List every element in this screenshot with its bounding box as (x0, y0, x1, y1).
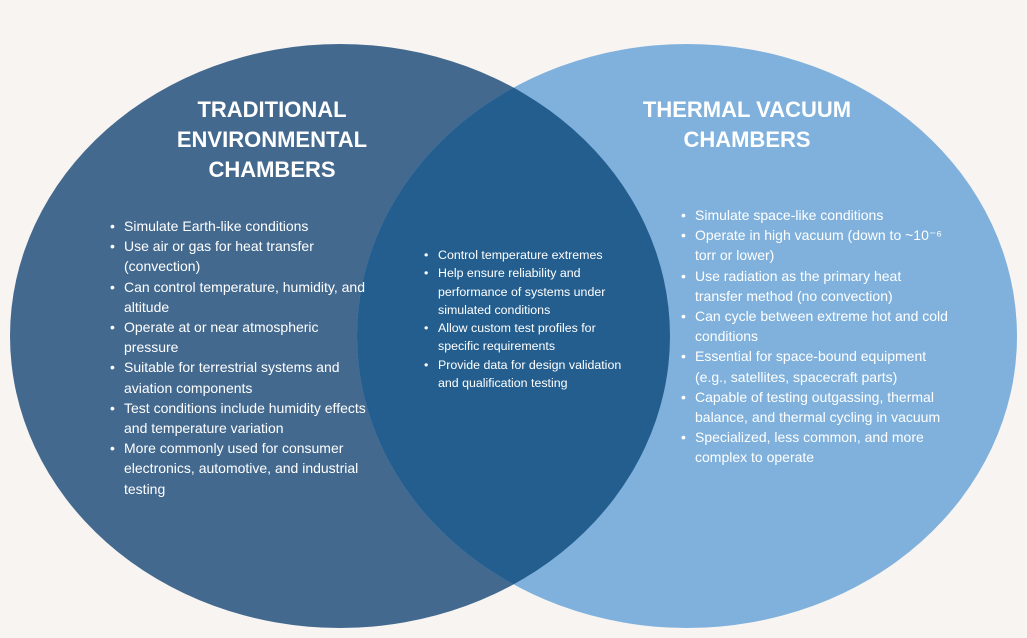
left-title-line: TRADITIONAL (197, 97, 347, 122)
list-item: Simulate space-like conditions (681, 205, 949, 225)
left-title-line: CHAMBERS (208, 157, 336, 182)
right-title-line: THERMAL VACUUM (642, 97, 852, 122)
right-title-line: CHAMBERS (683, 127, 811, 152)
list-item: Test conditions include humidity effects… (110, 398, 368, 438)
left-set-title: TRADITIONAL ENVIRONMENTAL CHAMBERS (137, 95, 407, 185)
shared-feature-list: Control temperature extremes Help ensure… (424, 246, 630, 392)
list-item: Help ensure reliability and performance … (424, 264, 630, 319)
list-item: More commonly used for consumer electron… (110, 438, 368, 499)
right-feature-list: Simulate space-like conditions Operate i… (681, 205, 949, 468)
list-item: Simulate Earth-like conditions (110, 216, 368, 236)
list-item: Essential for space-bound equipment (e.g… (681, 346, 949, 386)
right-set-title: THERMAL VACUUM CHAMBERS (612, 95, 882, 155)
left-title-line: ENVIRONMENTAL (176, 127, 368, 152)
list-item: Can control temperature, humidity, and a… (110, 277, 368, 317)
list-item: Operate at or near atmospheric pressure (110, 317, 368, 357)
list-item: Suitable for terrestrial systems and avi… (110, 357, 368, 397)
list-item: Provide data for design validation and q… (424, 356, 630, 393)
list-item: Can cycle between extreme hot and cold c… (681, 306, 949, 346)
list-item: Use air or gas for heat transfer (convec… (110, 236, 368, 276)
list-item: Use radiation as the primary heat transf… (681, 266, 949, 306)
left-feature-list: Simulate Earth-like conditions Use air o… (110, 216, 368, 499)
list-item: Specialized, less common, and more compl… (681, 427, 949, 467)
overlap-region (357, 44, 670, 628)
list-item: Capable of testing outgassing, thermal b… (681, 387, 949, 427)
list-item: Control temperature extremes (424, 246, 630, 265)
list-item: Operate in high vacuum (down to ~10⁻⁶ to… (681, 225, 949, 265)
list-item: Allow custom test profiles for specific … (424, 319, 630, 356)
